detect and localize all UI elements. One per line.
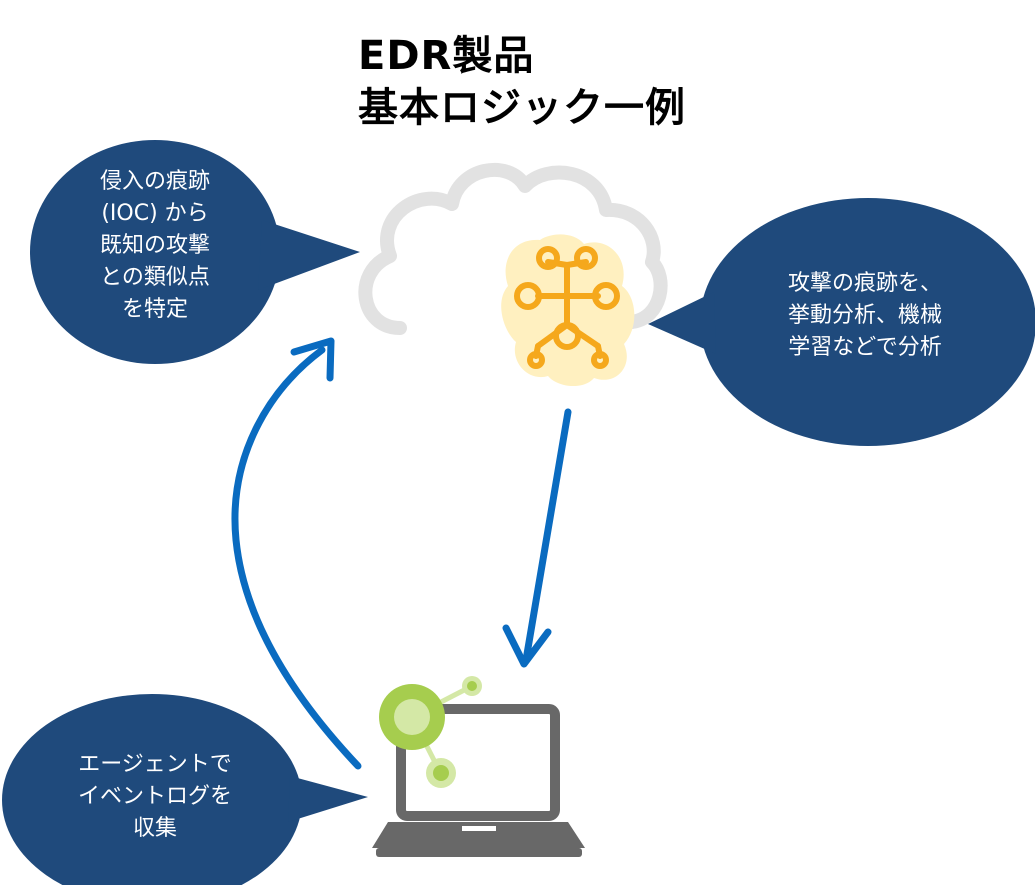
- bubble-left-line: 既知の攻撃: [99, 233, 210, 258]
- upload-arrow: [231, 337, 362, 770]
- bubble-left-line: (IOC) から: [101, 201, 209, 226]
- cloud-icon: [358, 162, 668, 335]
- download-arrow: [502, 408, 572, 668]
- bubble-bottom-line: 収集: [132, 816, 177, 841]
- bubble-left-text: 侵入の痕跡 (IOC) から 既知の攻撃 との類似点 を特定: [40, 166, 270, 326]
- bubble-right-line: 挙動分析、機械: [787, 303, 942, 328]
- laptop-icon: [372, 704, 585, 857]
- bubble-right-line: 攻撃の痕跡を、: [787, 271, 942, 296]
- bubble-left-line: を特定: [121, 297, 188, 322]
- speech-bubble-right: [648, 198, 1035, 446]
- network-nodes-icon: [379, 676, 482, 788]
- bubble-bottom-line: エージェントで: [78, 752, 232, 777]
- bubble-left-line: 侵入の痕跡: [99, 169, 210, 194]
- brain-circuit-icon: [501, 234, 635, 387]
- diagram-title: EDR製品 基本ロジック一例: [358, 30, 686, 134]
- title-line-2: 基本ロジック一例: [358, 85, 686, 131]
- speech-bubble-bottom: [2, 694, 368, 885]
- bubble-left-line: との類似点: [100, 265, 210, 290]
- bubble-bottom-text: エージェントで イベントログを 収集: [30, 749, 280, 845]
- title-line-1: EDR製品: [358, 33, 535, 79]
- bubble-bottom-line: イベントログを: [77, 784, 232, 809]
- bubble-right-text: 攻撃の痕跡を、 挙動分析、機械 学習などで分析: [740, 268, 990, 364]
- bubble-right-line: 学習などで分析: [788, 335, 942, 360]
- speech-bubble-left: [30, 140, 360, 364]
